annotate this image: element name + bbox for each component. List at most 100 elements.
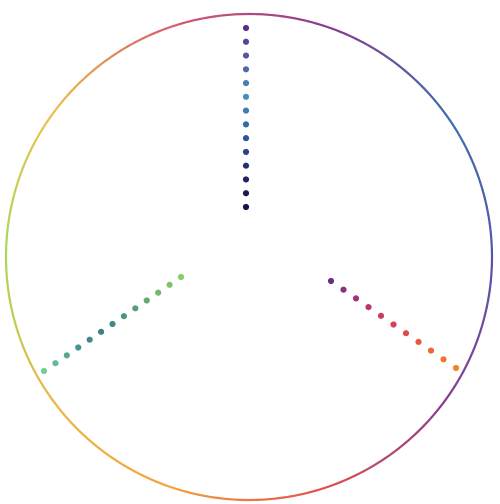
ring-segment — [51, 398, 59, 408]
ring-segment — [91, 442, 101, 450]
ring-segment — [346, 33, 357, 40]
ring-segment — [25, 354, 32, 365]
ring-segment — [164, 24, 176, 30]
ring-segment — [29, 362, 36, 373]
ring-segment — [41, 120, 49, 130]
ring-segment — [46, 391, 54, 401]
ring-segment — [434, 405, 442, 415]
dot — [242, 190, 250, 197]
ring-segment — [462, 362, 469, 373]
ring-segment — [46, 113, 54, 123]
dot — [242, 93, 250, 100]
ring-segment — [126, 41, 137, 48]
dot-arm-lower-right — [327, 277, 460, 372]
ring-segment — [214, 496, 225, 500]
ring-segment — [33, 134, 40, 145]
ring-segment — [14, 180, 19, 192]
dot — [242, 148, 250, 156]
ring-segment — [133, 37, 144, 44]
ring-segment — [5, 230, 9, 242]
ring-segment — [322, 24, 334, 30]
ring-segment — [281, 495, 293, 499]
ring-segment — [126, 466, 137, 473]
ring-segment — [273, 496, 284, 500]
ring-segment — [189, 491, 200, 496]
ring-segment — [466, 149, 473, 160]
ring-segment — [33, 369, 40, 380]
dot — [242, 79, 250, 87]
ring-segment — [25, 149, 32, 160]
dot — [427, 347, 435, 354]
dot-arm-top — [242, 24, 250, 211]
ring-segment — [119, 45, 129, 53]
dot — [440, 356, 447, 363]
ring-segment — [85, 69, 94, 78]
ring-segment — [7, 289, 11, 301]
ring-segment — [306, 20, 318, 25]
ring-segment — [180, 20, 192, 25]
ring-segment — [290, 493, 301, 498]
ring-segment — [273, 14, 284, 18]
dot-arms — [40, 24, 460, 375]
dot — [155, 289, 162, 296]
ring-segment — [346, 474, 357, 481]
ring-segment — [397, 442, 407, 450]
ring-segment — [338, 477, 349, 484]
ring-segment — [281, 15, 293, 19]
dot — [97, 328, 105, 335]
ring-segment — [369, 45, 379, 53]
ring-segment — [98, 59, 108, 67]
ring-segment — [458, 369, 465, 380]
ring-segment — [369, 461, 379, 469]
ring-segment — [383, 452, 393, 460]
ring-segment — [338, 30, 349, 37]
ring-segment — [8, 298, 13, 309]
dot — [109, 320, 116, 328]
ring-segment — [298, 18, 309, 23]
ring-segment — [67, 87, 76, 96]
dot — [75, 344, 82, 351]
ring-segment — [6, 281, 10, 292]
ring-segment — [91, 64, 101, 72]
dot — [242, 203, 250, 211]
ring-segment — [428, 412, 437, 421]
ring-segment — [73, 424, 82, 433]
dot — [63, 352, 70, 359]
ring-segment — [354, 470, 365, 477]
ring-segment — [37, 127, 45, 137]
ring-segment — [56, 405, 64, 415]
ring-segment — [290, 16, 301, 21]
ring-segment — [6, 222, 10, 233]
ring-segment — [149, 477, 160, 484]
ring-segment — [79, 75, 88, 84]
ring-segment — [361, 41, 372, 48]
ring-segment — [12, 188, 17, 200]
dot — [177, 273, 185, 281]
ring-segment — [61, 412, 70, 421]
ring-segment — [331, 481, 342, 487]
ring-segment — [322, 484, 334, 490]
ring-segment — [16, 172, 22, 184]
dot — [166, 281, 173, 288]
ring-segment — [10, 197, 15, 208]
dot — [402, 330, 410, 337]
dot — [242, 135, 250, 142]
ring-segment — [149, 30, 160, 37]
ring-segment — [222, 13, 234, 17]
ring-segment — [485, 205, 490, 216]
ring-segment — [298, 491, 309, 496]
ring-segment — [222, 497, 234, 501]
ring-segment — [410, 430, 419, 439]
ring-segment — [479, 322, 484, 334]
ring-segment — [485, 298, 490, 309]
ring-segment — [410, 75, 419, 84]
dot — [340, 286, 347, 293]
ring-segment — [164, 484, 176, 490]
ring-segment — [469, 346, 476, 357]
ring-segment — [264, 497, 276, 501]
dot — [415, 338, 422, 345]
ring-segment — [481, 188, 486, 200]
dot — [143, 297, 150, 304]
ring-segment — [439, 106, 447, 116]
ring-segment — [479, 180, 484, 192]
